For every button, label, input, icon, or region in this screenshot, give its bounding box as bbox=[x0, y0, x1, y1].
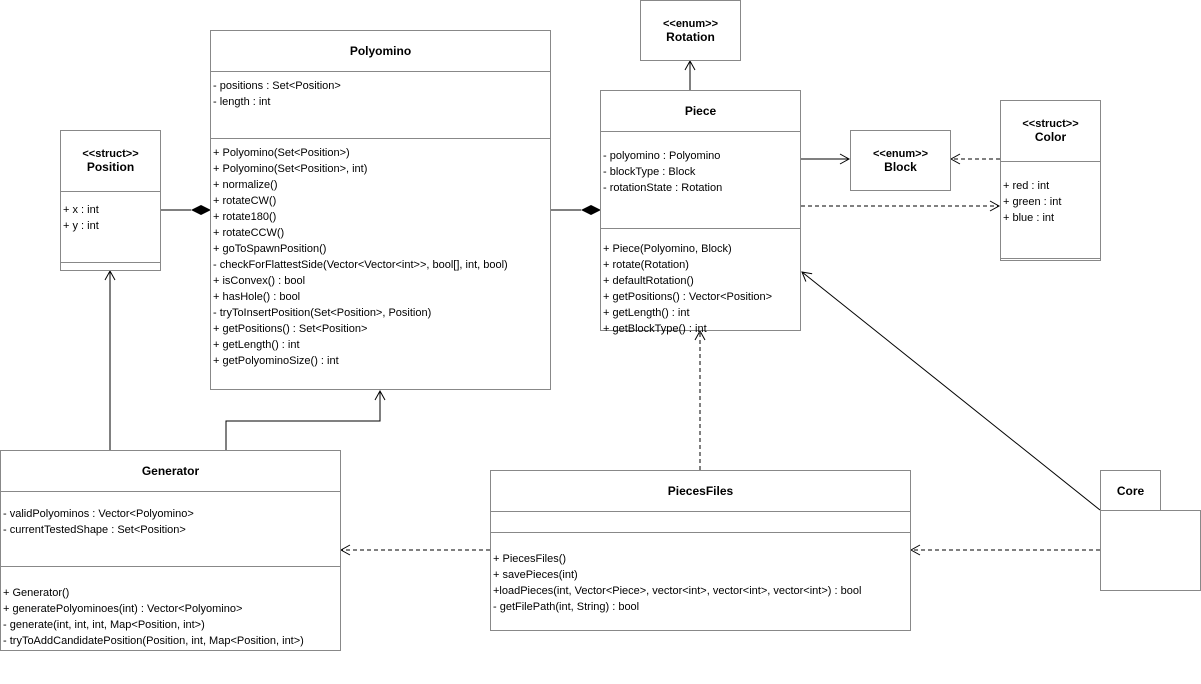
class-piecesfiles-attributes bbox=[491, 512, 910, 533]
member-line: + goToSpawnPosition() bbox=[213, 243, 327, 255]
member-line: + defaultRotation() bbox=[603, 275, 694, 287]
member-line: - length : int bbox=[213, 96, 271, 108]
member-line: - blockType : Block bbox=[603, 166, 696, 178]
class-piecesfiles-methods: + PiecesFiles() + savePieces(int) +loadPie… bbox=[491, 533, 910, 650]
composition-polyomino-piece bbox=[551, 205, 601, 215]
member-line: + isConvex() : bool bbox=[213, 275, 306, 287]
class-block-name: Block bbox=[884, 159, 917, 174]
member-line: + normalize() bbox=[213, 179, 278, 191]
class-color-methods bbox=[1001, 259, 1100, 284]
member-line: - rotationState : Rotation bbox=[603, 182, 723, 194]
class-polyomino-attributes: - positions : Set<Position> - length : in… bbox=[211, 72, 550, 139]
class-generator[interactable]: Generator - validPolyominos : Vector<Pol… bbox=[0, 450, 341, 651]
member-line: + blue : int bbox=[1003, 212, 1055, 224]
member-line: + Generator() bbox=[3, 587, 70, 599]
relationship-lines bbox=[104, 59, 1101, 556]
member-line: + getPolyominoSize() : int bbox=[213, 355, 339, 367]
member-line: + getBlockType() : int bbox=[603, 323, 707, 335]
member-line: + hasHole() : bool bbox=[213, 291, 301, 303]
member-line: + getPositions() : Set<Position> bbox=[213, 323, 368, 335]
member-line: + PiecesFiles() bbox=[493, 553, 567, 565]
association-generator-polyomino bbox=[225, 389, 386, 450]
class-position-methods bbox=[61, 263, 160, 288]
class-piece-methods: + Piece(Polyomino, Block) + rotate(Rotati… bbox=[601, 229, 800, 360]
class-block-stereotype: <<enum>> bbox=[872, 147, 929, 160]
member-line: + rotate180() bbox=[213, 211, 277, 223]
member-line: - checkForFlattestSide(Vector<Vector<int… bbox=[213, 259, 508, 271]
class-position-name: Position bbox=[86, 160, 135, 174]
class-color-stereotype: <<struct>> bbox=[1022, 118, 1079, 130]
class-generator-methods: + Generator() + generatePolyominoes(int) … bbox=[1, 567, 340, 684]
class-polyomino-name: Polyomino bbox=[349, 44, 412, 58]
member-line: + x : int bbox=[63, 204, 99, 216]
member-line: + rotateCW() bbox=[213, 195, 277, 207]
member-line: + green : int bbox=[1003, 196, 1062, 208]
member-line: + Polyomino(Set<Position>, int) bbox=[213, 163, 368, 175]
class-block[interactable]: <<enum>> Block bbox=[850, 130, 951, 191]
package-core-name: Core bbox=[1116, 483, 1145, 498]
member-line: + y : int bbox=[63, 220, 99, 232]
class-color-name: Color bbox=[1034, 130, 1067, 144]
association-core-piece bbox=[801, 271, 1101, 511]
class-piece-attributes: - polyomino : Polyomino - blockType : Blo… bbox=[601, 132, 800, 229]
class-color[interactable]: <<struct>> Color + red : int + green : in… bbox=[1000, 100, 1101, 261]
member-line: - getFilePath(int, String) : bool bbox=[493, 601, 640, 613]
class-generator-name: Generator bbox=[141, 464, 200, 478]
member-line: - positions : Set<Position> bbox=[213, 80, 341, 92]
package-core-body[interactable] bbox=[1100, 510, 1201, 591]
composition-position-polyomino bbox=[161, 205, 211, 215]
package-core-tab[interactable]: Core bbox=[1100, 470, 1161, 511]
class-piece[interactable]: Piece - polyomino : Polyomino - blockType… bbox=[600, 90, 801, 335]
member-line: + rotate(Rotation) bbox=[603, 259, 689, 271]
class-rotation[interactable]: <<enum>> Rotation bbox=[640, 0, 741, 61]
member-line: + getLength() : int bbox=[603, 307, 690, 319]
member-line: + generatePolyominoes(int) : Vector<Poly… bbox=[3, 603, 243, 615]
member-line: - generate(int, int, int, Map<Position, … bbox=[3, 619, 205, 631]
member-line: +loadPieces(int, Vector<Piece>, vector<i… bbox=[493, 585, 862, 597]
class-piece-name: Piece bbox=[684, 104, 717, 118]
class-position-stereotype: <<struct>> bbox=[82, 148, 139, 160]
class-rotation-stereotype: <<enum>> bbox=[662, 17, 719, 30]
member-line: + rotateCCW() bbox=[213, 227, 285, 239]
member-line: + getPositions() : Vector<Position> bbox=[603, 291, 773, 303]
class-piecesfiles[interactable]: PiecesFiles + PiecesFiles() + savePieces(… bbox=[490, 470, 911, 631]
class-generator-attributes: - validPolyominos : Vector<Polyomino> - c… bbox=[1, 492, 340, 567]
class-position-attributes: + x : int + y : int bbox=[61, 192, 160, 263]
class-polyomino[interactable]: Polyomino - positions : Set<Position> - l… bbox=[210, 30, 551, 390]
member-line: - tryToAddCandidatePosition(Position, in… bbox=[3, 635, 304, 647]
member-line: - currentTestedShape : Set<Position> bbox=[3, 524, 186, 536]
class-rotation-name: Rotation bbox=[666, 29, 715, 44]
class-color-attributes: + red : int + green : int + blue : int bbox=[1001, 162, 1100, 259]
member-line: + Polyomino(Set<Position>) bbox=[213, 147, 350, 159]
member-line: - polyomino : Polyomino bbox=[603, 150, 721, 162]
member-line: + Piece(Polyomino, Block) bbox=[603, 243, 732, 255]
member-line: + red : int bbox=[1003, 180, 1050, 192]
member-line: - tryToInsertPosition(Set<Position>, Pos… bbox=[213, 307, 432, 319]
member-line: + getLength() : int bbox=[213, 339, 300, 351]
member-line: + savePieces(int) bbox=[493, 569, 578, 581]
class-position[interactable]: <<struct>> Position + x : int + y : int bbox=[60, 130, 161, 271]
member-line: - validPolyominos : Vector<Polyomino> bbox=[3, 508, 194, 520]
class-piecesfiles-name: PiecesFiles bbox=[667, 484, 734, 498]
class-polyomino-methods: + Polyomino(Set<Position>) + Polyomino(Se… bbox=[211, 139, 550, 404]
